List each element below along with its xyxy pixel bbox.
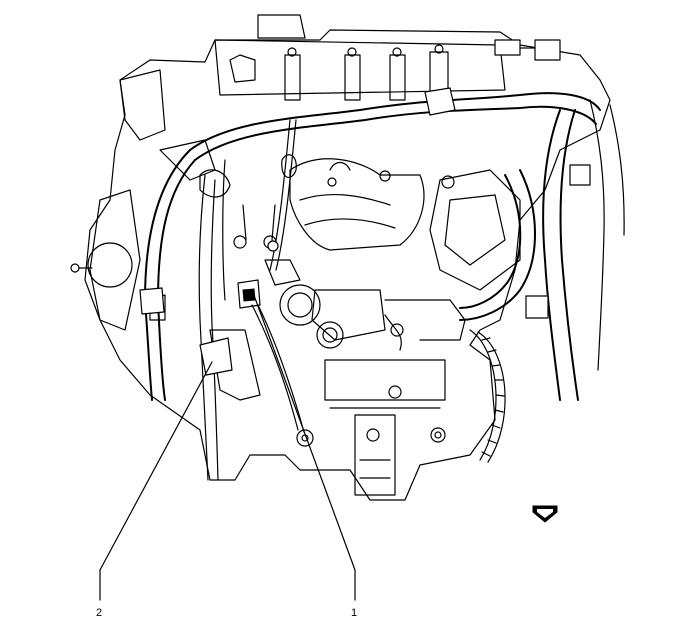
- wiring-harness: [139, 39, 625, 481]
- front-view-arrow-icon: [532, 505, 558, 523]
- callout-2-label: 2: [96, 607, 102, 619]
- callout-2: 2: [96, 361, 213, 619]
- callout-1-label: 1: [351, 607, 357, 619]
- engine-block: [70, 14, 611, 501]
- callout-1: 1: [254, 297, 357, 619]
